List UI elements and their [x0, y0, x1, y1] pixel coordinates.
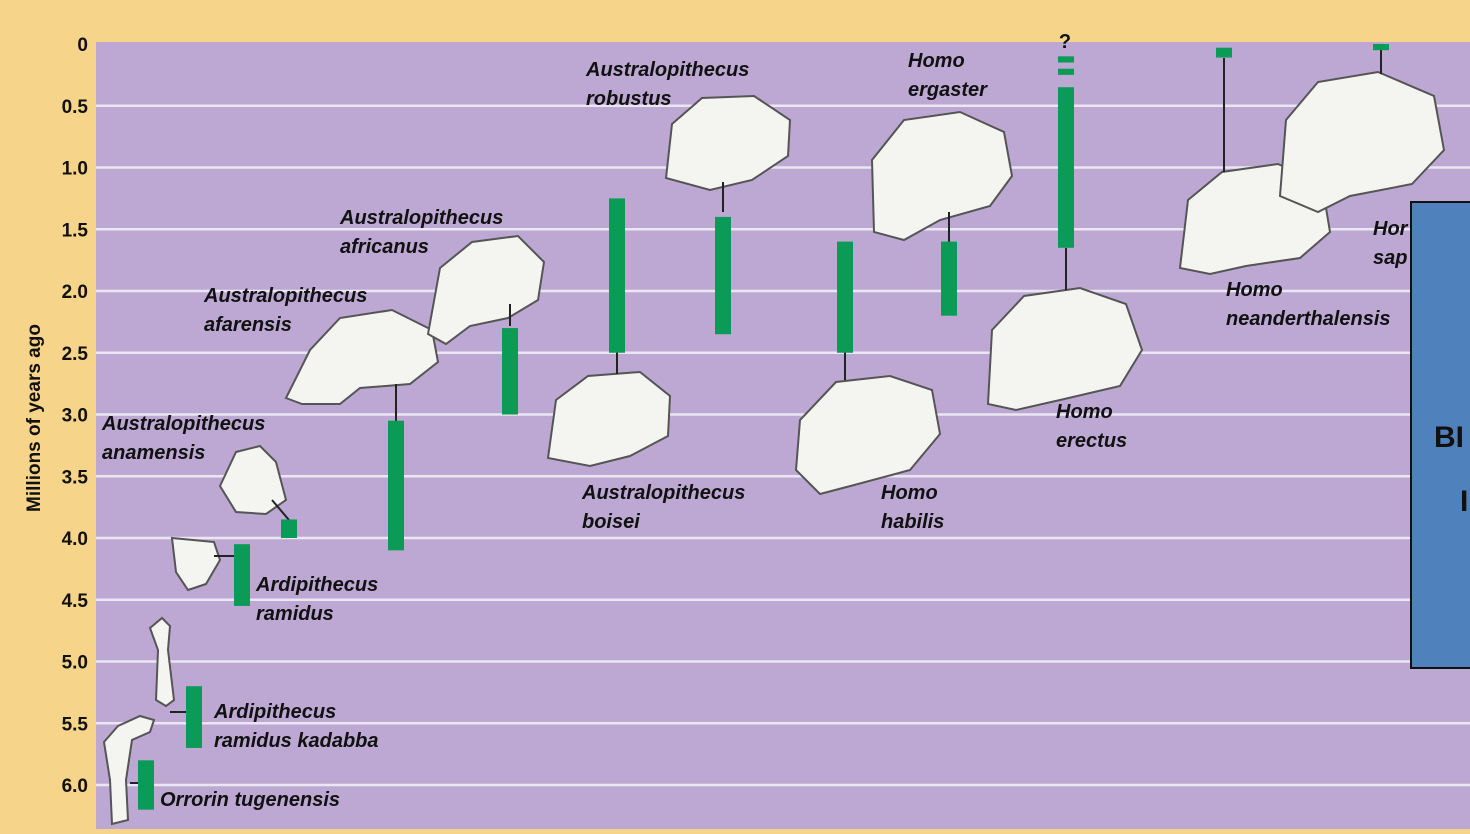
y-tick-label: 1.0 [62, 159, 88, 180]
species-label-orrorin: Orrorin tugenensis [160, 789, 340, 811]
species-label-kadabba: ramidus kadabba [214, 730, 379, 752]
species-label-anamensis: anamensis [102, 442, 205, 464]
species-label-robustus: robustus [586, 88, 672, 110]
uncertainty-annotation: ? [1059, 31, 1071, 53]
species-label-sapiens: Hor [1373, 218, 1409, 240]
y-tick-label: 2.0 [62, 282, 88, 303]
species-label-africanus: africanus [340, 236, 429, 258]
range-bar [715, 217, 731, 334]
range-bar [1373, 44, 1389, 50]
y-tick-label: 0.5 [62, 97, 89, 118]
y-tick-label: 4.5 [62, 591, 89, 612]
y-tick-label: 4.0 [62, 529, 88, 550]
range-bar [186, 686, 202, 748]
species-label-erectus: Homo [1056, 401, 1113, 423]
range-bar [1216, 48, 1232, 58]
range-bar [941, 242, 957, 316]
species-label-ramidus: ramidus [256, 603, 334, 625]
species-label-sapiens: sap [1373, 247, 1407, 269]
species-label-ergaster: Homo [908, 50, 965, 72]
range-bar [837, 242, 853, 353]
y-tick-label: 3.0 [62, 406, 88, 427]
species-label-robustus: Australopithecus [585, 59, 749, 81]
species-label-ramidus: Ardipithecus [255, 574, 378, 596]
range-bar [138, 760, 154, 809]
species-label-neanderthalensis: Homo [1226, 279, 1283, 301]
overlay-text-box: BI I [1410, 201, 1470, 669]
species-label-anamensis: Australopithecus [101, 413, 265, 435]
y-tick-label: 6.0 [62, 776, 88, 797]
species-label-afarensis: afarensis [204, 314, 292, 336]
range-bar [1058, 87, 1074, 248]
species-label-neanderthalensis: neanderthalensis [1226, 308, 1391, 330]
species-label-kadabba: Ardipithecus [213, 701, 336, 723]
species-label-boisei: boisei [582, 511, 640, 533]
range-bar [502, 328, 518, 414]
y-axis-title: Millions of years ago [24, 324, 45, 512]
y-tick-label: 3.5 [62, 467, 89, 488]
range-bar [281, 519, 297, 538]
overlay-text-line-2: I [1460, 485, 1468, 519]
y-tick-label: 0 [77, 35, 88, 56]
overlay-text-line-1: BI [1434, 421, 1464, 455]
y-axis-ticks: 0 0.5 1.0 1.5 2.0 2.5 3.0 3.5 4.0 4.5 5.0 5.5 6.0 [62, 35, 89, 797]
range-bar [234, 544, 250, 606]
y-tick-label: 2.5 [62, 344, 89, 365]
species-label-africanus: Australopithecus [339, 207, 503, 229]
species-label-afarensis: Australopithecus [203, 285, 367, 307]
species-label-habilis: habilis [881, 511, 944, 533]
y-tick-label: 5.5 [62, 714, 89, 735]
range-bar [609, 198, 625, 352]
species-label-erectus: erectus [1056, 430, 1127, 452]
range-bar [388, 421, 404, 551]
range-bar-segment [1058, 69, 1074, 75]
y-tick-label: 5.0 [62, 653, 88, 674]
species-label-ergaster: ergaster [908, 79, 988, 101]
y-tick-label: 1.5 [62, 220, 89, 241]
species-label-habilis: Homo [881, 482, 938, 504]
range-bar-segment [1058, 56, 1074, 62]
species-label-boisei: Australopithecus [581, 482, 745, 504]
